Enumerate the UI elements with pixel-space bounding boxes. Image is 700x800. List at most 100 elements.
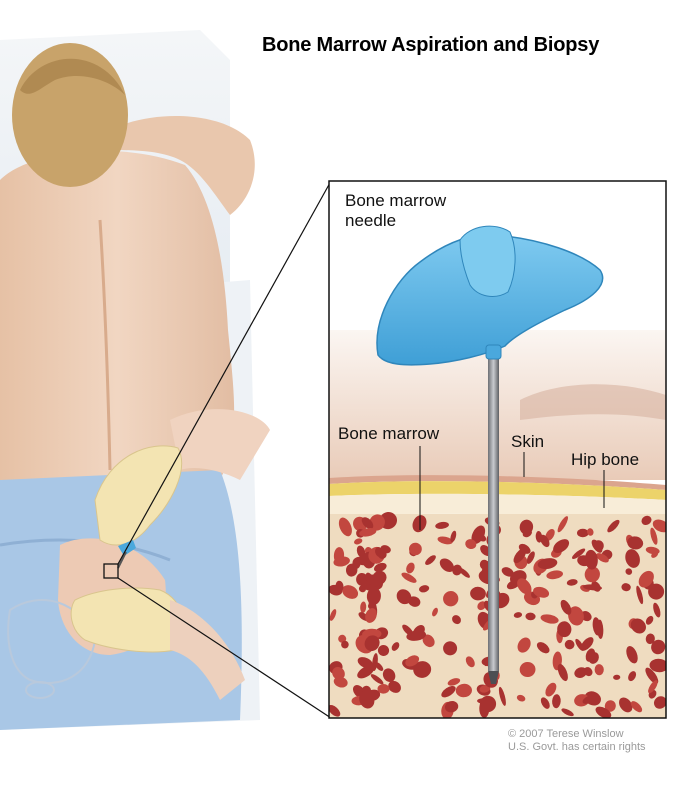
marrow-spot [564, 639, 575, 650]
pelvis-outline [7, 599, 97, 685]
marrow-spot [425, 555, 436, 565]
marrow-spot [413, 661, 432, 678]
marrow-spot [450, 530, 457, 543]
marrow-spot [452, 615, 461, 625]
marrow-spot [621, 583, 631, 592]
marrow-spot [441, 685, 456, 698]
marrow-spot [526, 551, 535, 564]
label-needle-line1: Bone marrow [345, 191, 447, 210]
marrow-spot [452, 564, 463, 576]
marrow-spot [377, 683, 390, 694]
marrow-spot [583, 584, 602, 591]
marrow-spot [356, 573, 369, 586]
marrow-spot [517, 578, 532, 595]
skin-layer [329, 475, 666, 490]
marrow-spot [566, 579, 578, 586]
marrow-spot [498, 686, 506, 706]
marrow-spot [587, 528, 594, 536]
marrow-spot [628, 671, 637, 682]
marrow-spot [359, 528, 377, 537]
marrow-spot [365, 572, 374, 585]
patient-back [0, 150, 235, 491]
marrow-spot [627, 536, 644, 550]
label-needle-line2: needle [345, 211, 397, 230]
marrow-spot [584, 566, 600, 583]
marrow-spot [645, 546, 660, 555]
marrow-spot [557, 663, 568, 682]
marrow-spot [648, 680, 658, 694]
marrow-spot [568, 606, 584, 626]
marrow-spot [357, 665, 375, 679]
marrow-spot [338, 634, 347, 643]
marrow-spot [517, 637, 531, 653]
marrow-spot [533, 586, 550, 598]
marrow-spot [341, 640, 349, 649]
marrow-spot [594, 664, 604, 676]
marrow-spot [380, 545, 391, 554]
marrow-spot [652, 519, 666, 533]
marrow-spot [405, 655, 420, 667]
marrow-spot [477, 601, 487, 611]
marrow-spot [388, 680, 401, 693]
marrow-spot [574, 667, 588, 678]
marrow-spot [636, 585, 644, 605]
needle-handle [376, 225, 604, 366]
marrow-spot [540, 614, 559, 624]
marrow-spot [443, 591, 459, 607]
marrow-spot [580, 637, 594, 651]
marrow-spot [366, 587, 381, 605]
marrow-spot [584, 549, 598, 570]
marrow-spot [516, 694, 526, 702]
inset-panel [328, 180, 667, 719]
marrow-spot [593, 540, 604, 552]
marrow-spot [406, 562, 415, 574]
marrow-spot [471, 525, 486, 544]
marrow-spot [553, 539, 570, 554]
marrow-spot [365, 608, 377, 623]
marrow-spot [536, 642, 550, 654]
marrow-spot [443, 641, 458, 656]
marrow-spot [650, 527, 658, 545]
marrow-spot [645, 667, 659, 684]
marrow-spot [439, 558, 454, 572]
marrow-spot [444, 701, 459, 713]
marrow-spot [641, 515, 652, 526]
marrow-spot [519, 661, 536, 678]
marrow-spot [409, 542, 422, 556]
label-needle: Bone marrow needle [345, 191, 446, 231]
marrow-spot [367, 603, 374, 610]
marrow-spot [561, 708, 574, 717]
marrow-spot [455, 683, 472, 698]
patient-scene [0, 30, 270, 730]
patient-arm [110, 116, 255, 215]
marrow-spot [613, 674, 621, 680]
marrow-spot [525, 612, 536, 621]
marrow-spot [335, 580, 344, 592]
marrow-spot [630, 618, 646, 634]
copyright-line1: © 2007 Terese Winslow [508, 728, 624, 740]
marrow-spot [401, 572, 417, 583]
marrow-spot [519, 519, 534, 535]
label-skin: Skin [511, 432, 545, 451]
marrow-spot [470, 586, 486, 601]
marrow-spot [396, 589, 412, 605]
marrow-spot [479, 559, 490, 570]
label-hip-bone: Hip bone [571, 450, 640, 469]
marrow-spot [540, 697, 550, 709]
marrow-spot [432, 607, 438, 617]
marrow-spot [422, 634, 435, 648]
marrow-spot [583, 667, 593, 677]
copyright-line2: U.S. Govt. has certain rights [508, 741, 646, 753]
marrow-spot [418, 585, 430, 593]
marrow-spot [465, 539, 477, 550]
marrow-spot [582, 694, 597, 704]
marrow-spot [604, 700, 616, 712]
marrow-spot [653, 696, 666, 709]
marrow-spot [412, 624, 425, 640]
marrow-spot [645, 615, 654, 625]
marrow-spot [619, 697, 633, 713]
marrow-spot [585, 648, 596, 662]
marrow-spot [545, 682, 557, 697]
marrow-spot [625, 568, 633, 575]
